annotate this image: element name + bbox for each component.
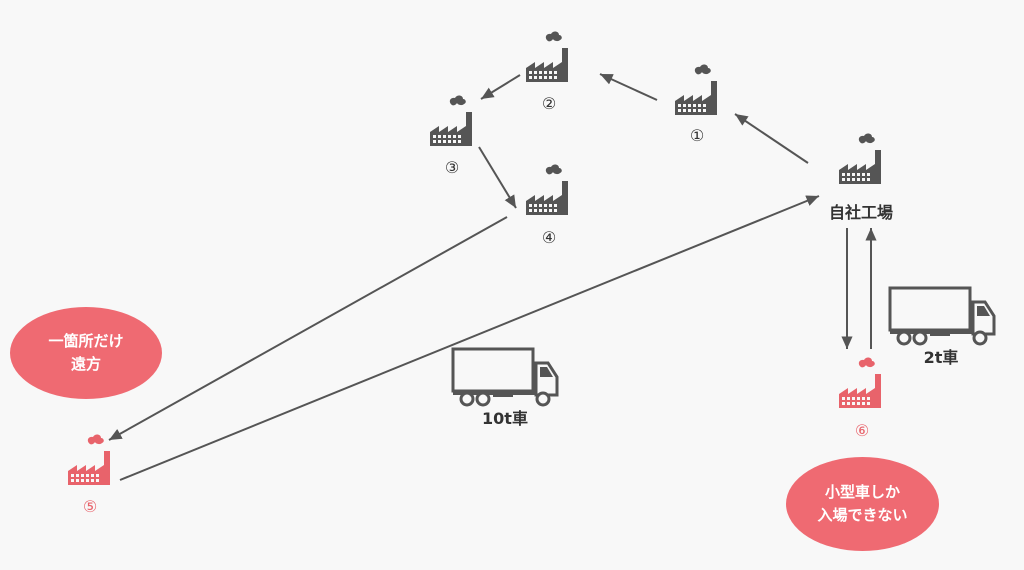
node-label-1: ① [689, 126, 705, 145]
callout-far-location: 一箇所だけ 遠方 [10, 307, 162, 399]
factory-4-icon [526, 164, 568, 215]
arrow-4-to-5 [108, 216, 508, 441]
truck-10t-label: 10t車 [482, 409, 528, 428]
node-label-5: ⑤ [82, 497, 98, 516]
factory-5-icon [68, 434, 110, 485]
factory-1-icon [675, 64, 717, 115]
factory-6-icon [839, 357, 881, 408]
node-label-2: ② [541, 94, 557, 113]
node-label-home: 自社工場 [828, 203, 894, 222]
callout-small-vehicle-only: 小型車しか 入場できない [786, 457, 939, 551]
arrow-1-to-2 [599, 73, 658, 101]
truck-2t-icon [888, 286, 996, 346]
node-label-4: ④ [541, 228, 557, 247]
factory-3-icon [430, 95, 472, 146]
callout-small-line1: 小型車しか [824, 482, 900, 501]
arrow-3-to-4 [478, 146, 517, 209]
node-label-3: ③ [444, 158, 460, 177]
callout-far-line2: 遠方 [70, 355, 101, 373]
factory-home-icon [839, 133, 881, 184]
truck-10t-icon [451, 347, 559, 407]
callout-far-line1: 一箇所だけ [48, 331, 124, 350]
arrow-5-to-home [119, 195, 820, 481]
factory-2-icon [526, 31, 568, 82]
truck-2t-label: 2t車 [923, 348, 959, 367]
callout-small-line2: 入場できない [817, 506, 908, 524]
node-label-6: ⑥ [854, 421, 870, 440]
arrow-2-to-3 [480, 74, 521, 100]
arrow-home-to-1 [734, 113, 809, 164]
